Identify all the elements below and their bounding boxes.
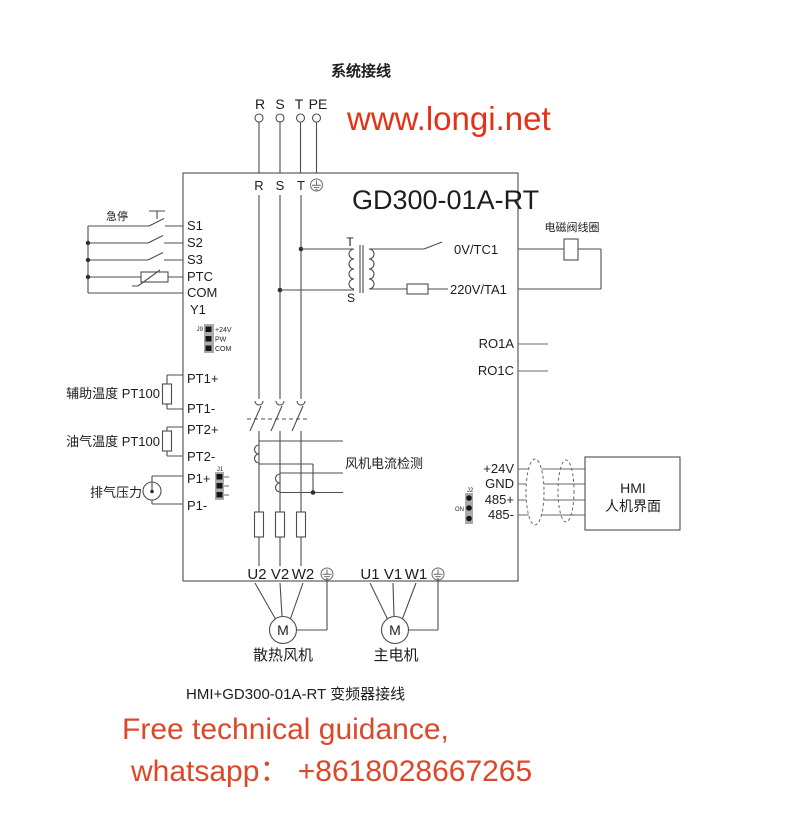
terminal-label-v1: V1: [384, 566, 402, 583]
terminal-label-u2: U2: [247, 566, 266, 583]
hmi-box: HMI 人机界面: [584, 456, 681, 531]
hmi-cable: [518, 458, 585, 526]
terminal-label-p1p: P1+: [187, 471, 211, 486]
temp-sensor-1-label: 辅助温度 PT100: [66, 386, 160, 401]
terminal-label-pe-top: PE: [309, 96, 328, 112]
terminal-label-gnd: GND: [485, 476, 514, 491]
jumper-j2-label: J2: [467, 488, 474, 494]
terminal-label-s3: S3: [187, 252, 203, 267]
relay-output-stubs: [518, 343, 548, 372]
jumper-j9-pin-pw: PW: [215, 337, 227, 344]
diagram-caption: HMI+GD300-01A-RT 变频器接线: [186, 686, 405, 703]
terminal-label-pt2p: PT2+: [187, 422, 218, 437]
terminal-label-w1: W1: [405, 566, 428, 583]
analog-input-labels: PT1+ PT1- PT2+ PT2- P1+ P1-: [187, 371, 218, 513]
terminal-label-v2: V2: [271, 566, 289, 583]
main-motor-symbol: M: [389, 622, 401, 638]
supply-terminal-circles: [254, 113, 322, 173]
output-terminal-labels: U2 V2 W2 U1 V1 W1: [247, 566, 427, 583]
watermark-text: www.longi.net: [346, 100, 551, 137]
promo-line2: whatsapp： +8618028667265: [130, 755, 532, 788]
terminal-label-ro1a: RO1A: [479, 336, 515, 351]
jumper-j9-label: J9: [197, 327, 204, 333]
promo-line1: Free technical guidance,: [122, 713, 449, 746]
temp-sensor-1: 辅助温度 PT100: [66, 374, 183, 410]
jumper-j1-label: J1: [217, 467, 224, 473]
jumper-j2: J2 ON: [455, 488, 474, 524]
terminal-label-p1m: P1-: [187, 498, 207, 513]
fan-motor-symbol: M: [277, 622, 289, 638]
terminal-label-s-inner: S: [276, 178, 285, 193]
supply-terminal-labels: R S T PE: [255, 96, 327, 112]
terminal-label-com: COM: [187, 285, 217, 300]
fan-current-transformers: 风机电流检测: [253, 440, 423, 495]
terminal-label-0v-tc1: 0V/TC1: [454, 242, 498, 257]
jumper-j9-pin-com: COM: [215, 346, 232, 353]
pressure-sensor: 排气压力: [90, 475, 183, 505]
terminal-label-t-inner: T: [297, 178, 305, 193]
hmi-subtitle: 人机界面: [605, 498, 661, 514]
inverter-box: [182, 172, 519, 582]
comm-terminals: +24V GND 485+ 485-: [483, 461, 514, 522]
terminal-label-485m: 485-: [488, 507, 514, 522]
solenoid-label: 电磁阀线圈: [545, 220, 600, 234]
terminal-label-ro1c: RO1C: [478, 363, 514, 378]
terminal-label-24v: +24V: [483, 461, 514, 476]
terminal-label-220v-ta1: 220V/TA1: [450, 282, 507, 297]
transformer-primary-bottom-label: S: [347, 291, 355, 305]
phase-lines: [258, 195, 302, 399]
digital-input-wiring: 急停: [85, 209, 183, 294]
fan-fuses: [253, 511, 307, 566]
hmi-title: HMI: [620, 480, 646, 496]
terminal-label-u1: U1: [360, 566, 379, 583]
ground-icon: [310, 178, 323, 192]
solenoid-circuit: 电磁阀线圈: [518, 220, 602, 290]
control-transformer: T S 0V/TC1 220V/TA1: [277, 235, 507, 305]
jumper-j9: J9 +24V PW COM: [197, 324, 232, 353]
terminal-label-s-top: S: [275, 96, 284, 112]
jumper-j2-on-label: ON: [455, 507, 464, 513]
terminal-label-r-inner: R: [254, 178, 263, 193]
temp-sensor-2: 油气温度 PT100: [66, 426, 183, 457]
transformer-primary-top-label: T: [346, 235, 354, 249]
fan-ct-label: 风机电流检测: [345, 456, 423, 471]
ground-icon-motor: [431, 567, 445, 581]
jumper-j9-pin-24v: +24V: [215, 327, 232, 334]
inverter-model: GD300-01A-RT: [352, 185, 539, 215]
terminal-label-r-top: R: [255, 96, 265, 112]
terminal-label-pt1m: PT1-: [187, 401, 215, 416]
main-motor: M 主电机: [369, 580, 439, 664]
terminal-label-ptc: PTC: [187, 269, 213, 284]
estop-label: 急停: [106, 209, 128, 223]
page-title: 系统接线: [331, 62, 391, 80]
cooling-fan-motor: M 散热风机: [253, 580, 328, 664]
terminal-label-w2: W2: [292, 566, 315, 583]
terminal-label-y1: Y1: [190, 302, 206, 317]
terminal-label-s2: S2: [187, 235, 203, 250]
terminal-label-s1: S1: [187, 218, 203, 233]
terminal-label-pt2m: PT2-: [187, 449, 215, 464]
terminal-label-t-top: T: [295, 96, 304, 112]
jumper-j1: J1: [215, 467, 229, 500]
pressure-sensor-label: 排气压力: [90, 485, 142, 500]
digital-input-labels: S1 S2 S3 PTC COM Y1: [187, 218, 217, 317]
fan-motor-label: 散热风机: [253, 647, 313, 664]
ground-icon-fan: [320, 567, 334, 581]
terminal-label-pt1p: PT1+: [187, 371, 218, 386]
main-motor-label: 主电机: [373, 647, 418, 664]
fan-contactor: [247, 400, 307, 512]
temp-sensor-2-label: 油气温度 PT100: [66, 434, 160, 449]
terminal-label-485p: 485+: [485, 492, 514, 507]
